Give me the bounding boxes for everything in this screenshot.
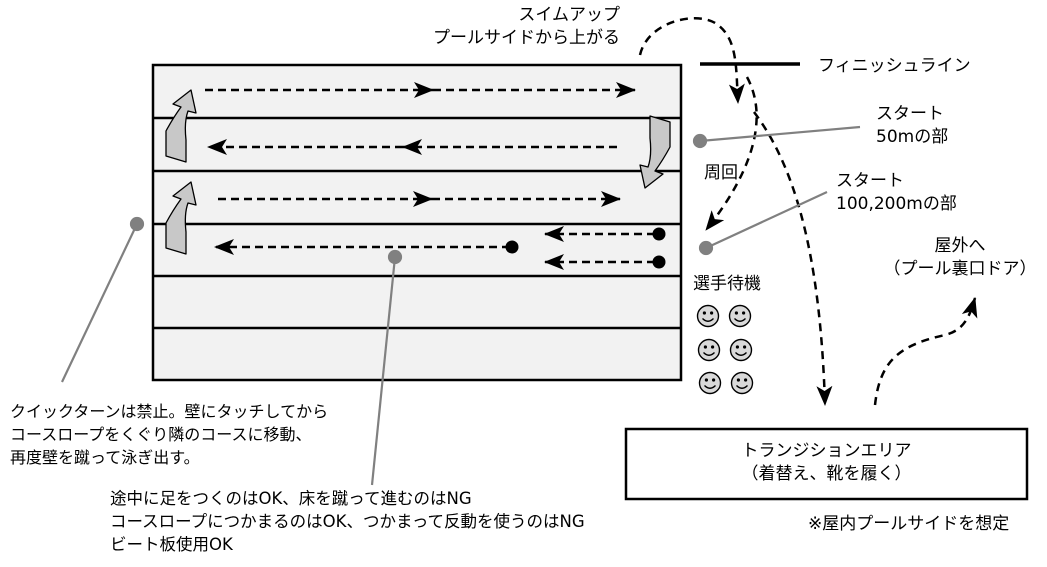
lane-1 <box>153 65 681 118</box>
swim-rule-line: ビート板使用OK <box>110 535 233 554</box>
swim-up-label: スイムアップ プールサイドから上がる <box>430 4 620 50</box>
turn-rule-text: クイックターンは禁止。壁にタッチしてから コースロープをくぐり隣のコースに移動、… <box>10 400 328 469</box>
turn-arrow-icon <box>639 115 671 189</box>
start-dot <box>652 227 666 241</box>
smiley-icon <box>728 304 752 328</box>
transition-area-label: トランジションエリア （着替え、靴を履く） <box>626 440 1027 486</box>
leader-line <box>370 256 397 486</box>
start-dot <box>505 240 519 254</box>
leader-line <box>61 223 138 383</box>
swim-path <box>205 82 655 270</box>
outdoor-path <box>873 297 978 406</box>
swim-rule-line: コースロープにつかまるのはOK、つかまって反動を使うのはNG <box>110 512 585 531</box>
turn-rule-line: クイックターンは禁止。壁にタッチしてから <box>10 402 329 421</box>
start-dot <box>652 255 666 269</box>
smiley-icon <box>698 371 722 395</box>
leader-dot-icon <box>698 240 714 256</box>
turn-rule-line: コースロープをくぐり隣のコースに移動、 <box>10 425 312 444</box>
outdoor-exit-label-line: （プール裏口ドア） <box>883 259 1037 279</box>
start-100-200m-label-line: 100,200mの部 <box>836 194 957 214</box>
start-50m-label-line: スタート <box>876 104 944 124</box>
turn-arrow-icon <box>165 89 197 163</box>
swim-up-path <box>638 17 745 104</box>
lane-3 <box>153 171 681 224</box>
pool <box>151 63 683 382</box>
transition-path <box>752 111 833 406</box>
lane-2 <box>153 118 681 171</box>
leader-dot-icon <box>692 133 708 149</box>
leader-dot-icon <box>129 216 145 232</box>
lane-4 <box>153 224 681 276</box>
transition-area-box <box>624 427 1029 501</box>
leader-line <box>699 125 861 143</box>
turn-arrow-icon <box>165 181 197 255</box>
smiley-icon <box>730 371 754 395</box>
transition-area-label-line: （着替え、靴を履く） <box>741 464 912 484</box>
transition-area-label-line: トランジションエリア <box>741 441 912 461</box>
leader-dot-icon <box>387 249 403 265</box>
swim-rule-line: 途中に足をつくのはOK、床を蹴って進むのはNG <box>110 489 472 508</box>
turn-rule-line: 再度壁を蹴って泳ぎ出す。 <box>10 448 200 467</box>
loop-label: 周回 <box>704 163 738 183</box>
finish-line-label: フィニッシュライン <box>818 56 971 76</box>
waiting-label: 選手待機 <box>693 274 761 294</box>
smiley-icon <box>729 338 753 362</box>
start-100-200m-label: スタート 100,200mの部 <box>836 170 957 216</box>
outdoor-exit-label-line: 屋外へ <box>934 236 986 256</box>
outdoor-exit-label: 屋外へ （プール裏口ドア） <box>880 235 1040 281</box>
start-100-200m-label-line: スタート <box>836 171 904 191</box>
lane-5 <box>153 276 681 328</box>
swim-rules-text: 途中に足をつくのはOK、床を蹴って進むのはNG コースロープにつかまるのはOK、… <box>110 487 585 556</box>
start-50m-label: スタート 50mの部 <box>876 103 948 149</box>
indoor-note: ※屋内プールサイドを想定 <box>808 514 1010 534</box>
swim-up-label-line: スイムアップ <box>518 5 620 25</box>
smiley-icon <box>697 338 721 362</box>
waiting-athletes <box>696 304 754 395</box>
leader-line <box>705 191 828 249</box>
lane-6 <box>153 328 681 380</box>
start-50m-label-line: 50mの部 <box>876 127 949 147</box>
loop-path <box>705 76 758 231</box>
swim-up-label-line: プールサイドから上がる <box>433 28 620 48</box>
smiley-icon <box>696 304 720 328</box>
